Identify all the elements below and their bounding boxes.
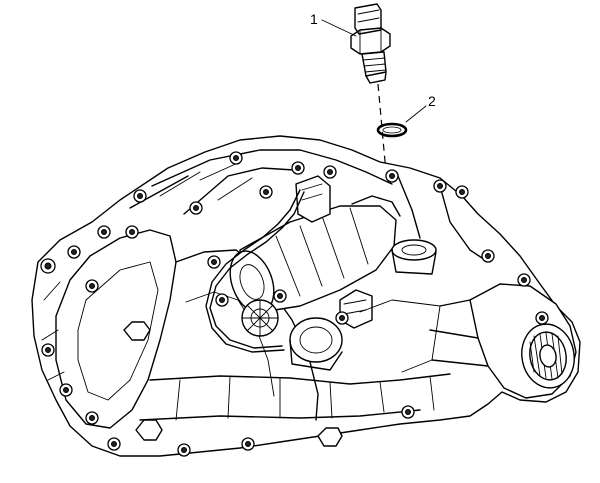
- front-output-port: [289, 317, 343, 371]
- encoder-gear: [241, 299, 279, 337]
- output-shaft-spline: [521, 323, 575, 389]
- o-ring: [376, 122, 408, 138]
- housing-bolts: [40, 151, 549, 457]
- transfer-case-housing: [31, 135, 581, 457]
- callout-1: 1: [310, 11, 318, 27]
- speed-sensor: [350, 3, 391, 84]
- callout-2: 2: [428, 93, 436, 109]
